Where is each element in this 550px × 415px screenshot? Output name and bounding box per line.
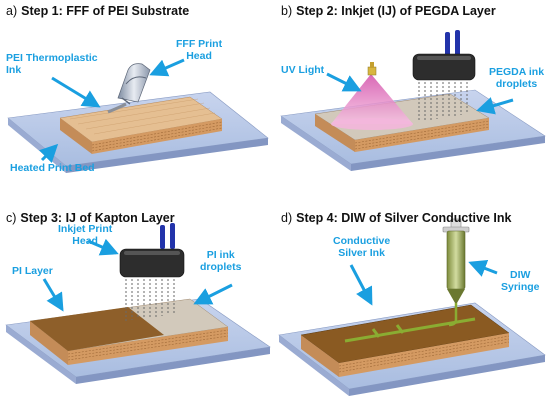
pi-layer-label: PI Layer xyxy=(12,265,53,277)
step-2-title: b)Step 2: Inkjet (IJ) of PEGDA Layer xyxy=(281,4,496,18)
step-4-illustration xyxy=(278,218,546,396)
step-3-title: c)Step 3: IJ of Kapton Layer xyxy=(6,211,175,225)
step-2-illustration xyxy=(280,30,546,171)
panel-step-1: a)Step 1: FFF of PEI Substrate PEI Therm… xyxy=(0,0,275,207)
heated-bed-label: Heated Print Bed xyxy=(10,162,95,174)
bed-arrow xyxy=(39,143,59,163)
diw-syringe-label: DIW Syringe xyxy=(501,269,540,293)
pei-ink-label: PEI Thermoplastic Ink xyxy=(6,52,98,76)
pi-droplets-label: PI ink droplets xyxy=(200,249,242,273)
pegda-droplets-label: PEGDA ink droplets xyxy=(489,66,545,90)
fff-head-label: FFF Print Head xyxy=(176,38,223,62)
fff-print-head-icon xyxy=(117,63,151,105)
pei-substrate xyxy=(59,96,223,154)
uv-lamp-icon xyxy=(331,62,413,130)
syringe-arrow xyxy=(468,259,498,277)
silver-ink-label: Conductive Silver Ink xyxy=(333,235,391,259)
inkjet-print-head-icon xyxy=(119,223,185,278)
diw-syringe-icon xyxy=(442,218,470,327)
layered-substrate xyxy=(29,298,229,365)
ink-droplets xyxy=(125,279,175,321)
uv-light-label: UV Light xyxy=(281,64,325,76)
step-1-title: a)Step 1: FFF of PEI Substrate xyxy=(6,4,190,18)
extruded-filament xyxy=(107,102,127,114)
step-4-title: d)Step 4: DIW of Silver Conductive Ink xyxy=(281,211,512,225)
step-3-illustration xyxy=(5,223,271,384)
ink-droplets xyxy=(418,82,468,122)
head-arrow xyxy=(87,238,119,256)
ink-arrow xyxy=(51,76,101,108)
silver-arrow xyxy=(349,264,373,306)
panel-step-3: c)Step 3: IJ of Kapton Layer Inkjet Prin… xyxy=(0,207,275,414)
panel-step-2: b)Step 2: Inkjet (IJ) of PEGDA Layer UV … xyxy=(275,0,550,207)
step-1-illustration xyxy=(7,58,269,173)
droplets-arrow xyxy=(476,97,514,115)
panel-step-4: d)Step 4: DIW of Silver Conductive Ink C… xyxy=(275,207,550,414)
head-arrow xyxy=(149,58,185,77)
droplets-arrow xyxy=(193,283,233,305)
uv-arrow xyxy=(326,72,362,92)
inkjet-head-label: Inkjet Print Head xyxy=(58,223,113,247)
pi-layer xyxy=(30,307,164,351)
inkjet-print-head-icon xyxy=(412,30,476,81)
pi-layer-arrow xyxy=(42,278,64,312)
